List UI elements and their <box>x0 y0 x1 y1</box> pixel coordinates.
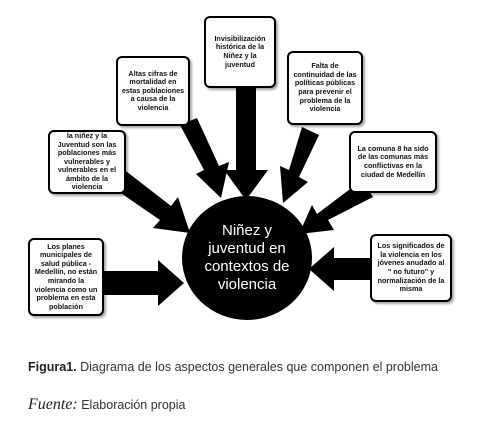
figure-caption-text: Diagrama de los aspectos generales que c… <box>76 360 438 374</box>
box-significados: Los significados de la violencia en los … <box>370 234 452 302</box>
box-significados-text: Los significados de la violencia en los … <box>377 241 445 294</box>
arrow-mortalidad <box>180 118 229 198</box>
box-mortalidad-text: Altas cifras de mortalidad en estas pobl… <box>121 68 185 112</box>
box-poblaciones-vulnerables-text: la niñez y la Juventud son las poblacion… <box>57 130 117 192</box>
arrow-continuidad <box>280 127 319 203</box>
box-comuna-8-text: La comuna 8 ha sido de las comunas más c… <box>357 143 429 179</box>
box-invisibilizacion-text: Invisibilización histórica de la Niñez y… <box>214 33 266 69</box>
box-comuna-8: La comuna 8 ha sido de las comunas más c… <box>349 131 437 193</box>
source-label: Fuente: <box>28 396 78 413</box>
box-continuidad-politicas-text: Falta de continuidad de las políticas pú… <box>293 61 357 114</box>
box-mortalidad: Altas cifras de mortalidad en estas pobl… <box>116 56 190 126</box>
box-continuidad-politicas: Falta de continuidad de las políticas pú… <box>287 51 363 125</box>
box-planes-salud-text: Los planes municipales de salud pública … <box>34 241 98 311</box>
center-node-label: Niñez y juventud en contextos de violenc… <box>204 222 290 293</box>
box-invisibilizacion: Invisibilización histórica de la Niñez y… <box>204 16 276 88</box>
figure-source: Fuente: Elaboración propia <box>28 396 478 414</box>
figure-label: Figura1. <box>28 360 77 374</box>
arrow-invisibilizacion <box>224 87 268 200</box>
arrow-poblaciones <box>109 168 190 233</box>
box-poblaciones-vulnerables: la niñez y la Juventud son las poblacion… <box>48 130 126 194</box>
arrow-comuna <box>299 180 373 234</box>
center-node: Niñez y juventud en contextos de violenc… <box>182 196 312 320</box>
arrow-significados <box>309 247 371 291</box>
box-planes-salud: Los planes municipales de salud pública … <box>28 238 104 316</box>
figure-caption: Figura1. Diagrama de los aspectos genera… <box>28 360 478 375</box>
arrow-planes <box>103 260 184 306</box>
source-text: Elaboración propia <box>77 398 186 412</box>
